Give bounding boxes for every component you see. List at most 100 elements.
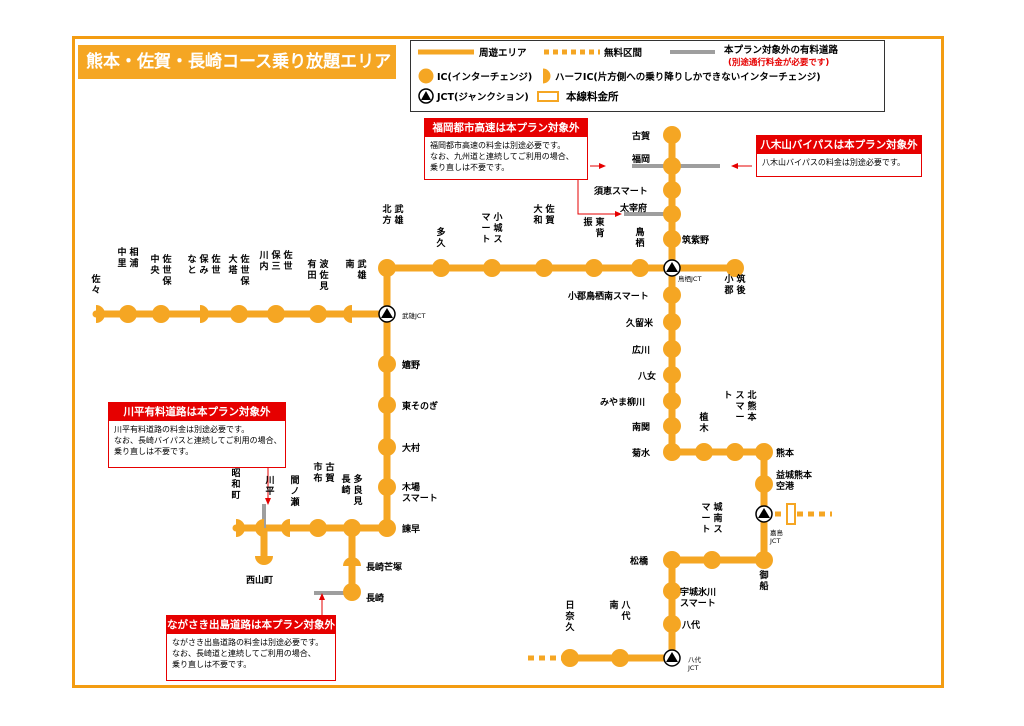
label-saseboootou-char: 塔 <box>228 264 238 276</box>
label-kashima-jct: 嘉島 <box>770 528 784 537</box>
label-omura: 大村 <box>402 442 420 454</box>
legend-half-ic-label: ハーフIC(片方側への乗り降りしかできないインターチェンジ) <box>555 71 821 83</box>
ic-sasebochuo-icon <box>152 305 170 323</box>
label-ogi-char: マ <box>481 213 490 223</box>
label-nagasakiaboshi: 長崎芒塚 <box>366 561 402 573</box>
ic-yatsushirominami-icon <box>611 649 629 667</box>
label-kitakumamoto-char: ー <box>735 413 744 423</box>
ic-markers <box>119 126 773 667</box>
map-title: 熊本・佐賀・長崎コース乗り放題エリア <box>78 45 396 79</box>
legend-toll-sublabel: (別途通行料金が必要です) <box>728 57 829 68</box>
label-sasebochuo-char: 保 <box>161 275 172 287</box>
half-ic-manose-icon <box>281 519 290 537</box>
label-hinagu-char: 奈 <box>564 610 575 622</box>
ic-isahaya-icon <box>378 519 396 537</box>
label-jonan-char: ス <box>713 524 722 535</box>
label-yatsushirominami-char: 八 <box>620 600 631 611</box>
label-saseboootou-char: 佐 <box>239 253 249 265</box>
note-kawahira-line: 乗り直しは不要です。 <box>114 447 194 456</box>
label-kurume: 久留米 <box>626 317 654 329</box>
ic-nankan-icon <box>663 417 681 435</box>
label-hinagu-char: 日 <box>565 600 574 611</box>
ic-koba-icon <box>378 478 396 496</box>
label-sasebominato-char: み <box>199 265 208 276</box>
label-hasamiarita-char: 見 <box>318 281 328 292</box>
label-jonan-char: マ <box>701 503 710 513</box>
label-tarami-char: 長 <box>341 474 351 485</box>
ic-fukuoka-icon <box>663 157 681 175</box>
label-chikushino: 筑紫野 <box>682 234 709 246</box>
label-showamachi-char: 昭 <box>231 468 240 479</box>
ic-kurume-icon <box>663 313 681 331</box>
label-kitakumamoto-char: ス <box>735 390 744 401</box>
label-saza-char: 佐 <box>90 273 100 285</box>
label-sasebochuo-char: 央 <box>150 264 160 276</box>
label-yatsushiro: 八代 <box>681 619 700 631</box>
label-takeokitakata-char: 北 <box>382 203 391 215</box>
vertical-labels: 武雄北方多久小城スマート佐賀大和東背振鳥栖武雄南波佐見有田佐世保三川内佐世保大塔… <box>90 203 813 633</box>
label-hirokawa: 広川 <box>632 344 650 356</box>
label-yatsushiro-jct: 八代 <box>688 655 702 664</box>
legend-ic-icon <box>418 68 434 84</box>
label-higashisefuri-char: 東 <box>595 216 604 228</box>
label-koga2-char: 古 <box>325 461 334 473</box>
label-chikugoogori-char: 小 <box>723 273 733 285</box>
label-ogi-char: ス <box>493 234 502 245</box>
jct-markers <box>378 259 773 667</box>
label-ogi-char: 城 <box>493 222 502 234</box>
label-yame: 八女 <box>637 370 656 382</box>
half-ic-markers <box>96 305 361 566</box>
label-tosu-jct: 鳥栖JCT <box>678 274 701 283</box>
label-yatsushiro-jct-2: JCT <box>687 664 698 672</box>
note-kawahira: 川平有料道路は本プラン対象外 川平有料道路の料金は別途必要です。 なお、長崎バイ… <box>108 402 286 468</box>
label-tarami-char: 見 <box>352 496 362 507</box>
free-sections <box>528 511 832 661</box>
label-mifune-char: 御 <box>758 569 768 581</box>
label-koga2-char: 賀 <box>324 472 334 484</box>
label-koga2-char: 布 <box>312 472 322 484</box>
ic-mifune-icon <box>755 551 773 569</box>
half-ic-saza-icon <box>96 305 105 323</box>
label-showamachi-char: 和 <box>230 478 240 490</box>
label-sasebomikawachi-char: 保 <box>270 249 281 261</box>
label-hinagu-char: 久 <box>565 621 575 633</box>
half-ic-sasebominato-icon <box>200 305 209 323</box>
ic-jonan-icon <box>703 551 721 569</box>
note-kawahira-line: 川平有料道路の料金は別途必要です。 <box>114 425 250 434</box>
callout-arrowheads <box>265 163 738 600</box>
ic-matsubase-icon <box>663 551 681 569</box>
ic-ogoritosuminami-icon <box>663 286 681 304</box>
label-jonan-char: 城 <box>713 501 722 513</box>
ic-mashiki-icon <box>755 475 773 493</box>
label-takeo-jct: 武雄JCT <box>402 311 425 320</box>
ic-taku-icon <box>432 259 450 277</box>
label-mashiki-line: 益城熊本 <box>776 469 813 481</box>
half-ic-takeominami-icon <box>343 305 352 323</box>
label-hasamiarita-char: 田 <box>307 270 316 281</box>
ic-chikushino-icon <box>663 230 681 248</box>
ic-yame-icon <box>663 366 681 384</box>
label-ainourananakazato-char: 相 <box>129 246 138 258</box>
label-tarami-char: 良 <box>353 484 362 496</box>
label-hasamiarita-char: 佐 <box>318 269 328 281</box>
ic-dazaifu-icon <box>663 205 681 223</box>
legend-graphics: 周遊エリア 無料区間 本プラン対象外の有料道路 (別途通行料金が必要です) IC… <box>418 44 839 104</box>
note-fukuoka: 福岡都市高速は本プラン対象外 福岡都市高速の料金は別途必要です。 なお、九州道と… <box>424 118 588 180</box>
label-ujo-line: スマート <box>680 598 716 609</box>
note-yatsugiyama: 八木山バイパスは本プラン対象外 八木山バイパスの料金は別途必要です。 <box>756 135 922 177</box>
legend-jct-label: JCT(ジャンクション) <box>436 92 529 103</box>
ic-ujo-icon <box>663 582 681 600</box>
label-hasamiarita-char: 有 <box>307 258 316 270</box>
note-fukuoka-line: 乗り直しは不要です。 <box>430 163 510 172</box>
legend-route-label: 周遊エリア <box>479 47 527 59</box>
ic-kitakumamoto-icon <box>726 443 744 461</box>
label-sagayamato-char: 和 <box>532 214 542 226</box>
label-sue: 須恵スマート <box>593 185 648 197</box>
station-labels: 古賀 福岡 須恵スマート 太宰府 筑紫野 小郡鳥栖南スマート 久留米 広川 八女… <box>246 130 795 631</box>
label-takeominami-char: 南 <box>345 258 354 270</box>
label-kawahira-char: 平 <box>265 486 274 497</box>
label-koba-line: スマート <box>402 493 438 504</box>
label-sasebomikawachi-char: 川 <box>258 250 268 261</box>
ic-sasebomikawachi-icon <box>267 305 285 323</box>
